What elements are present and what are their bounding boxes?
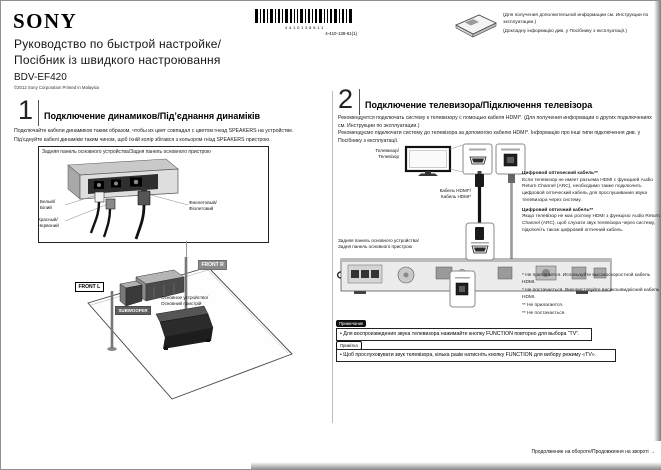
- tv-label: Телевизор/ Телевізор: [375, 148, 399, 160]
- more-info-ru: (Для получения дополнительной информации…: [503, 13, 649, 25]
- barcode-digits: 4410138611: [285, 25, 325, 30]
- footnote-4: ** Не постачається.: [522, 311, 566, 317]
- tv-connection-diagram: [336, 143, 612, 308]
- section2-number: 2: [338, 84, 354, 114]
- sony-logo: SONY: [13, 9, 78, 33]
- speaker-plug-white: [89, 191, 105, 234]
- column-divider: [332, 91, 333, 423]
- room-placement-diagram: [87, 257, 293, 400]
- hdmi-out-callout: [465, 222, 495, 261]
- rear-panel-label-2: Задняя панель основного устройства/ Задн…: [338, 238, 419, 250]
- guide-title-ru: Руководство по быстрой настройке/: [14, 37, 222, 51]
- scan-edge-right: [654, 1, 661, 441]
- optical-cable-note: Цифровой оптический кабель** Если телеви…: [522, 171, 660, 234]
- guide-title-ua: Посібник із швидкого настроювання: [14, 53, 221, 67]
- more-info-note: (Для получения дополнительной информации…: [503, 13, 657, 36]
- scan-edge-bottom: [251, 462, 661, 469]
- section1-rule: [38, 100, 39, 126]
- tv-hdmi-in-callout: [462, 143, 493, 175]
- section2-body-ua: Рекомендуємо підключати систему до телев…: [338, 130, 641, 144]
- footnote-3: ** Не прилагается.: [522, 302, 564, 308]
- optical-in-callout: [449, 270, 476, 308]
- subwoofer-tag: SUBWOOFER: [115, 306, 152, 316]
- section1-body-ru: Подключайте кабели динамиков таким образ…: [14, 128, 294, 134]
- section2-rule: [359, 89, 360, 115]
- note-box-ua: • Щоб прослуховувати звук телевізора, кі…: [336, 349, 616, 362]
- optical-note-title-ru: Цифровой оптический кабель**: [522, 171, 598, 176]
- more-info-ua: (Докладну інформацію див. у Посібнику з …: [503, 29, 627, 35]
- note-box-ru: • Для воспроизведения звука телевизора н…: [336, 328, 592, 341]
- plug-label-red: Красный/ Червоний: [38, 217, 59, 229]
- main-unit-label: Основное устройство/ Основний пристрій: [161, 295, 209, 307]
- optical-note-body-ua: Якщо телевізор не має роз’єму HDMI з фун…: [522, 214, 660, 233]
- speaker-connection-illustration: [64, 158, 189, 240]
- section1-body-ua: Під’єднуйте кабелі динаміків таким чином…: [14, 137, 271, 143]
- barcode: [255, 9, 352, 23]
- section2-body-ru: Рекомендуется подключать систему к телев…: [338, 115, 652, 129]
- part-number: 4-410-138-61(1): [325, 31, 357, 36]
- front-r-tag: FRONT R: [198, 260, 228, 270]
- copyright-imprint: ©2012 Sony Corporation Printed in Malays…: [14, 85, 99, 90]
- plug-label-white: Белый/ Білий: [40, 199, 56, 211]
- section1-number: 1: [18, 95, 34, 125]
- front-l-tag: FRONT L: [75, 282, 104, 292]
- tv-icon: [404, 145, 452, 176]
- footnotes: * Не прилагается. Используйте высокоскор…: [522, 273, 660, 319]
- plug-label-purple: Фиолетовый/ Фіолетовий: [189, 200, 217, 212]
- note-tab-ru: Примечание: [336, 320, 367, 328]
- sofa: [155, 305, 214, 350]
- model-number: BDV-EF420: [14, 72, 67, 83]
- front-left-speaker: [107, 291, 117, 351]
- speaker-cable-line: [186, 241, 187, 261]
- continue-note: Продолжение на обороте/Продовження на зв…: [531, 449, 655, 455]
- footnote-2: * Не постачається. Використовуйте високо…: [522, 287, 660, 300]
- hdmi-cable-label: Кабель HDMI*/ Кабель HDMI*: [439, 188, 471, 200]
- tv-optical-out-callout: [495, 143, 526, 175]
- section1-title: Подключение динамиков/Під’єднання динамі…: [44, 111, 261, 121]
- optical-note-body-ru: Если телевизор не имеет разъема HDMI с ф…: [522, 177, 653, 203]
- speaker-plug-purple: [134, 187, 151, 240]
- section2-title: Подключение телевизора/Підключення телев…: [365, 100, 593, 110]
- manual-booklet-icon: [455, 14, 497, 38]
- rear-panel-box-label: Задняя панель основного устройства/Задня…: [42, 149, 211, 155]
- speaker-plug-red: [102, 198, 116, 238]
- footnote-1: * Не прилагается. Используйте высокоскор…: [522, 273, 651, 285]
- optical-note-title-ua: Цифровий оптичний кабель**: [522, 207, 594, 213]
- subwoofer-unit: [119, 280, 143, 307]
